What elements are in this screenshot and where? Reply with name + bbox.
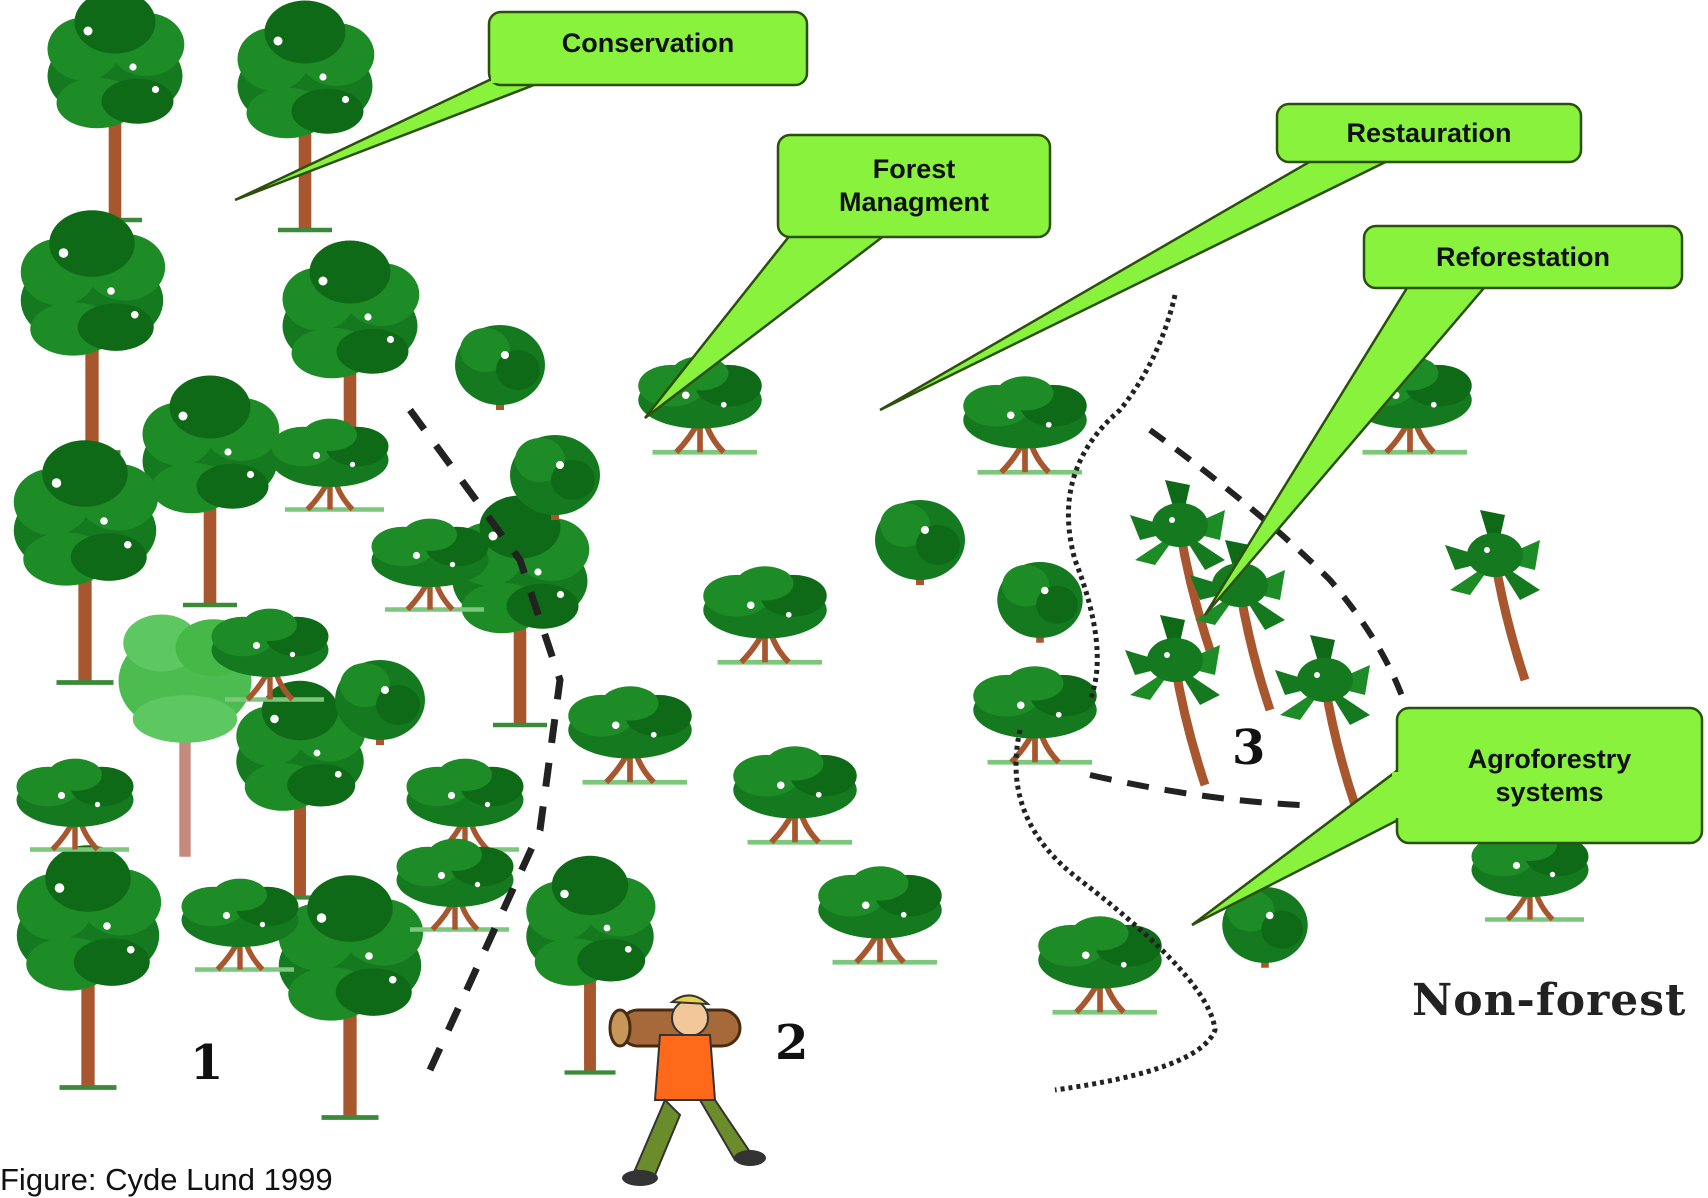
zone-boundaries [407,294,1413,1093]
restauration-label: Restauration [1346,117,1512,148]
callout-forest-managment [644,133,1052,419]
forest-managment-label: Forest Managment [838,154,990,217]
reforestation-label: Reforestation [1435,241,1611,272]
callout-agroforestry [1191,706,1704,927]
zone-2-label: 2 [775,1015,809,1071]
reforestation-trees [963,356,1588,1012]
callout-conservation [234,10,809,202]
non-forest-label: Non-forest [1412,975,1687,1026]
figure-caption: Figure: Cyde Lund 1999 [0,1162,333,1197]
conservation-label: Conservation [561,27,735,58]
callout-reforestation [1203,224,1684,616]
zone-3-label: 3 [1232,720,1266,776]
dense-forest-trees [14,0,656,1117]
callout-restauration [879,102,1583,412]
managed-forest-trees [568,356,965,962]
woodcutter-figure [608,994,766,1186]
zone-1-label: 1 [190,1035,224,1091]
agroforestry-label: Agroforestry systems [1467,743,1632,807]
